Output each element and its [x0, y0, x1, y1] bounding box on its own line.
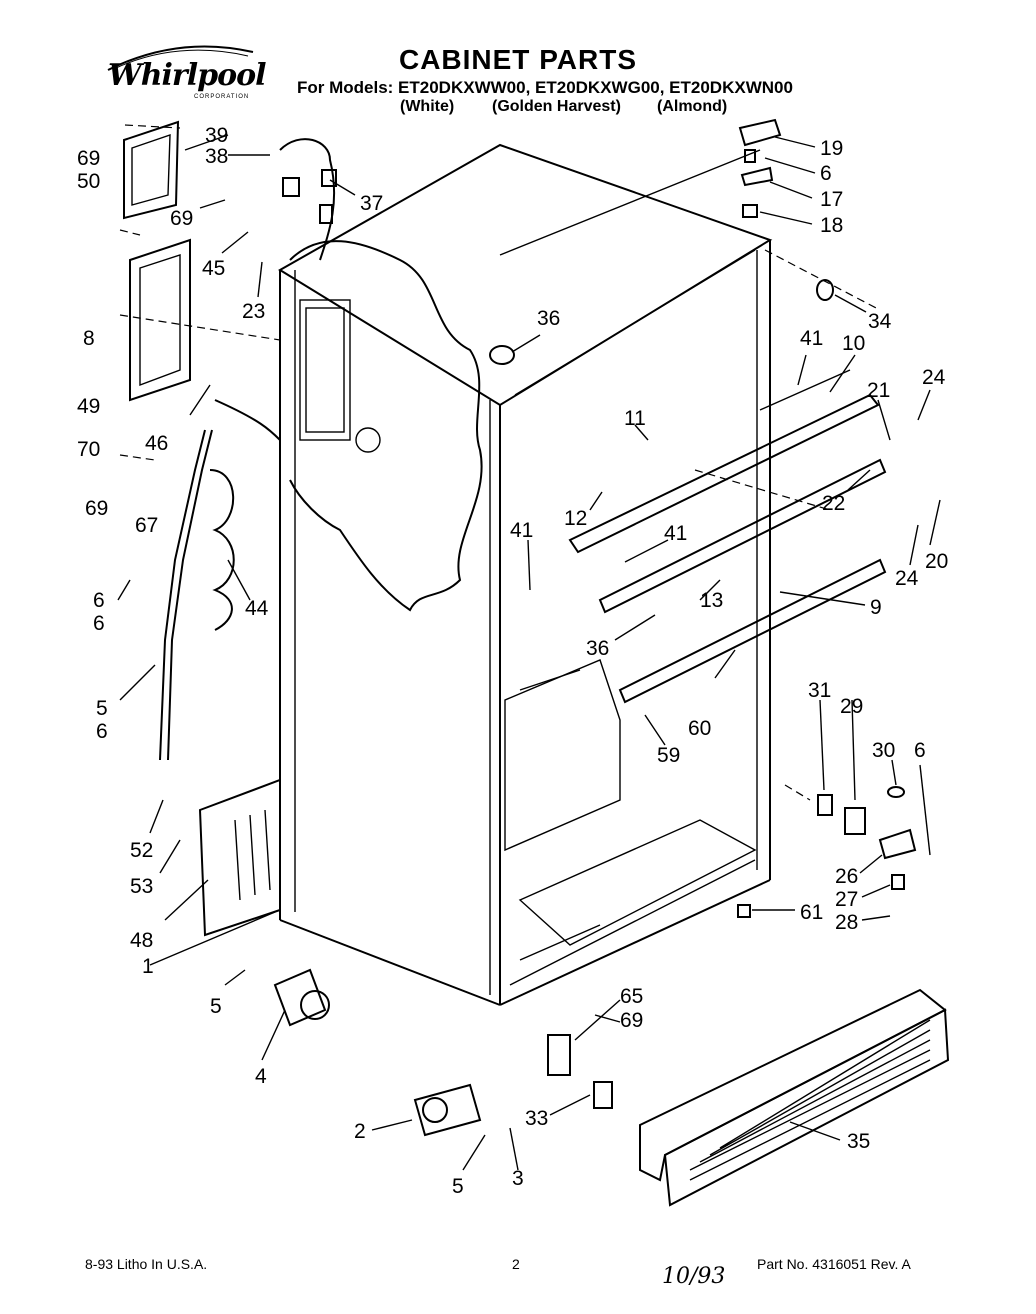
- callout-13: 13: [700, 589, 723, 612]
- callout-39: 39: [205, 124, 228, 147]
- callout-38: 38: [205, 145, 228, 168]
- callout-23: 23: [242, 300, 265, 323]
- roller-leveler-parts: [273, 968, 613, 1137]
- callout-69b: 69: [170, 207, 193, 230]
- callout-69a: 69: [77, 147, 100, 170]
- callout-30: 30: [872, 739, 895, 762]
- callout-5c: 5: [452, 1175, 464, 1198]
- callout-6a: 6: [820, 162, 832, 185]
- callout-28: 28: [835, 911, 858, 934]
- callout-50: 50: [77, 170, 100, 193]
- callout-70: 70: [77, 438, 100, 461]
- footer-part-number: Part No. 4316051 Rev. A: [757, 1256, 911, 1272]
- callout-8: 8: [83, 327, 95, 350]
- callout-labels: 69 50 39 38 37 19 6 17 18 34 8 69 45 23 …: [77, 124, 948, 1198]
- callout-46: 46: [145, 432, 168, 455]
- callout-2: 2: [354, 1120, 366, 1143]
- callout-29: 29: [840, 695, 863, 718]
- exploded-parts-diagram: 69 50 39 38 37 19 6 17 18 34 8 69 45 23 …: [77, 118, 950, 1207]
- callout-48: 48: [130, 929, 153, 952]
- top-hinge-parts: [489, 118, 834, 365]
- callout-37: 37: [360, 192, 383, 215]
- callout-67: 67: [135, 514, 158, 537]
- callout-24b: 24: [895, 567, 919, 590]
- callout-45: 45: [202, 257, 225, 280]
- color-golden-harvest: (Golden Harvest): [492, 98, 621, 115]
- shelf-rails: [568, 369, 887, 704]
- bottom-hinge-parts: [737, 786, 917, 918]
- callout-19: 19: [820, 137, 843, 160]
- callout-10: 10: [842, 332, 865, 355]
- left-side-parts: [123, 120, 281, 937]
- callout-5a: 5: [96, 697, 108, 720]
- page-title: CABINET PARTS: [398, 44, 638, 75]
- footer-litho: 8-93 Litho In U.S.A.: [85, 1256, 208, 1272]
- callout-11: 11: [624, 407, 646, 430]
- models-line: For Models: ET20DKXWW00, ET20DKXWG00, ET…: [297, 78, 793, 97]
- callout-9: 9: [870, 596, 882, 619]
- callout-61: 61: [800, 901, 823, 924]
- callout-27: 27: [835, 888, 858, 911]
- callout-26: 26: [835, 865, 858, 888]
- toe-grille: [639, 988, 950, 1207]
- callout-44: 44: [245, 597, 269, 620]
- callout-18: 18: [820, 214, 843, 237]
- callout-69c: 69: [85, 497, 108, 520]
- callout-36a: 36: [537, 307, 560, 330]
- callout-20: 20: [925, 550, 948, 573]
- callout-4: 4: [255, 1065, 267, 1088]
- logo-corp: CORPORATION: [194, 94, 250, 100]
- callout-24a: 24: [922, 366, 946, 389]
- callout-6b: 6: [93, 589, 105, 612]
- callout-53: 53: [130, 875, 153, 898]
- callout-41b: 41: [510, 519, 533, 542]
- callout-41c: 41: [664, 522, 687, 545]
- callout-65: 65: [620, 985, 643, 1008]
- callout-35: 35: [847, 1130, 870, 1153]
- cabinet-cutaway: [289, 240, 483, 612]
- callout-31: 31: [808, 679, 831, 702]
- callout-59: 59: [657, 744, 680, 767]
- callout-22: 22: [822, 492, 845, 515]
- footer-page-number: 2: [512, 1256, 520, 1272]
- callout-60: 60: [688, 717, 711, 740]
- logo-wordmark: Whirlpool: [108, 58, 266, 93]
- callout-34: 34: [868, 310, 892, 333]
- callout-49: 49: [77, 395, 100, 418]
- callout-36b: 36: [586, 637, 609, 660]
- callout-52: 52: [130, 839, 153, 862]
- leader-lines: [117, 134, 941, 1171]
- callout-6d: 6: [96, 720, 108, 743]
- callout-33: 33: [525, 1107, 548, 1130]
- callout-69d: 69: [620, 1009, 643, 1032]
- color-white: (White): [400, 98, 455, 115]
- cabinet-body: [278, 143, 773, 1006]
- callout-3: 3: [512, 1167, 524, 1190]
- callout-17: 17: [820, 188, 843, 211]
- callout-41a: 41: [800, 327, 823, 350]
- assembly-dashes: [119, 124, 881, 801]
- callout-1: 1: [142, 955, 154, 978]
- whirlpool-logo: Whirlpool CORPORATION: [88, 40, 266, 106]
- callout-12: 12: [564, 507, 587, 530]
- top-wiring-harness: [279, 138, 337, 261]
- callout-6c: 6: [93, 612, 105, 635]
- callout-6e: 6: [914, 739, 926, 762]
- handwritten-date: 10/93: [662, 1264, 726, 1289]
- color-almond: (Almond): [657, 98, 728, 115]
- callout-5b: 5: [210, 995, 222, 1018]
- callout-21: 21: [867, 379, 890, 402]
- logo-swoosh-icon: [107, 45, 254, 71]
